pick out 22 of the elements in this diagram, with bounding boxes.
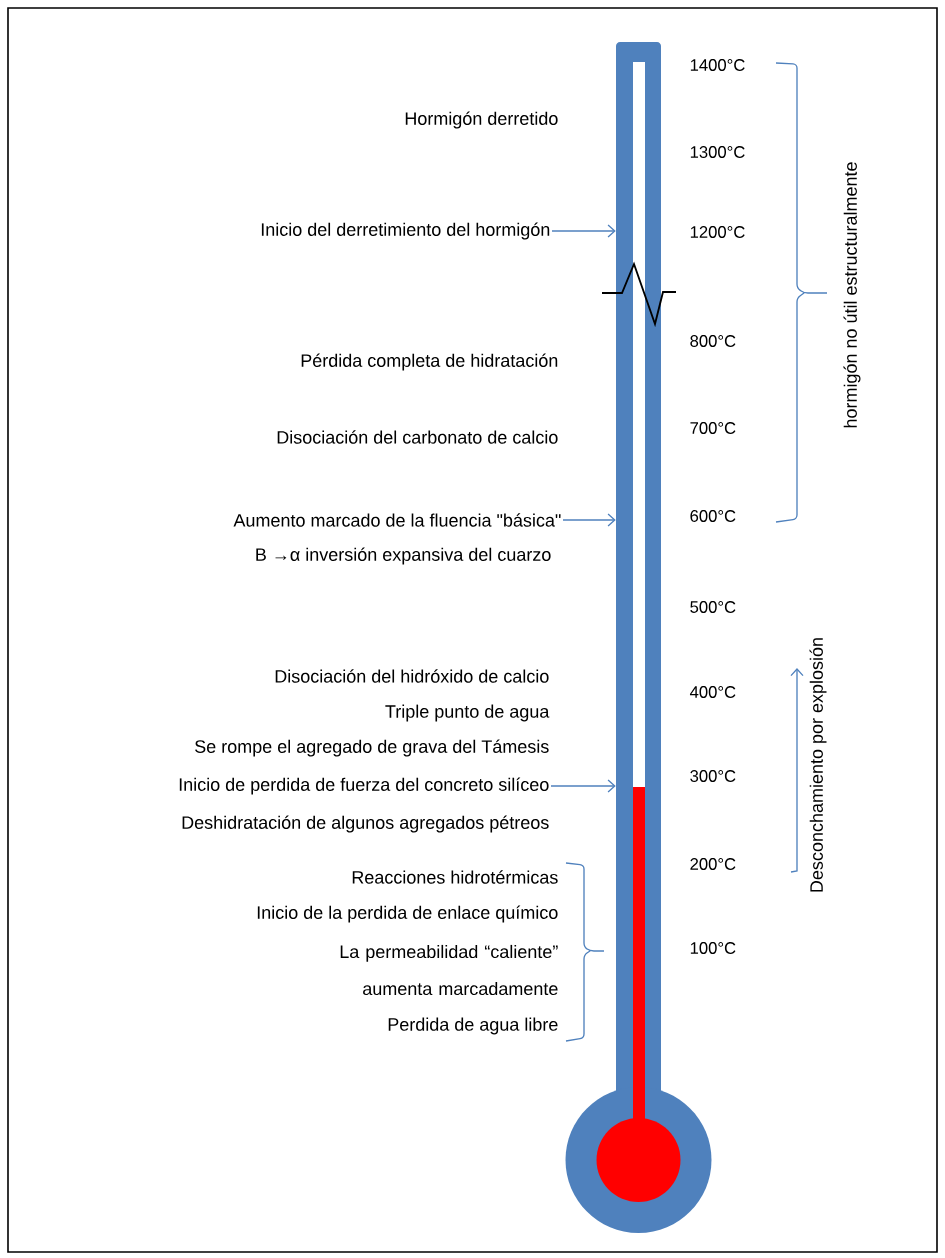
temperature-label: 100°C bbox=[690, 942, 736, 954]
range-label: Desconchamiento por explosión bbox=[809, 638, 827, 892]
event-text: Se rompe el agregado de grava del Támesis bbox=[195, 739, 549, 757]
temperature-label: 600°C bbox=[690, 510, 736, 522]
event-text: Disociación del hidróxido de calcio bbox=[275, 669, 549, 683]
event-text: Aumento marcado de la fluencia "básica" bbox=[233, 513, 561, 527]
temperature-label: 800°C bbox=[690, 335, 736, 347]
arrow bbox=[562, 513, 616, 527]
temperature-label: 400°C bbox=[690, 686, 736, 698]
temperature-label: 1300°C bbox=[690, 146, 745, 158]
event-text: Deshidratación de algunos agregados pétreos bbox=[182, 815, 549, 833]
range-label: hormigón no útil estructuralmente bbox=[843, 162, 861, 428]
temperature-label: 700°C bbox=[690, 422, 736, 434]
temperature-label: 1200°C bbox=[690, 226, 745, 238]
arrow bbox=[550, 779, 616, 793]
temperature-label: 1400°C bbox=[690, 59, 745, 71]
event-text: Inicio del derretimiento del hormigón bbox=[261, 222, 550, 240]
event-text: Inicio de perdida de fuerza del concreto silíceo bbox=[179, 777, 549, 795]
arrow bbox=[551, 224, 616, 238]
temperature-label: 500°C bbox=[690, 601, 736, 613]
temperature-label: 300°C bbox=[690, 770, 736, 782]
temperature-label: 200°C bbox=[690, 858, 736, 870]
